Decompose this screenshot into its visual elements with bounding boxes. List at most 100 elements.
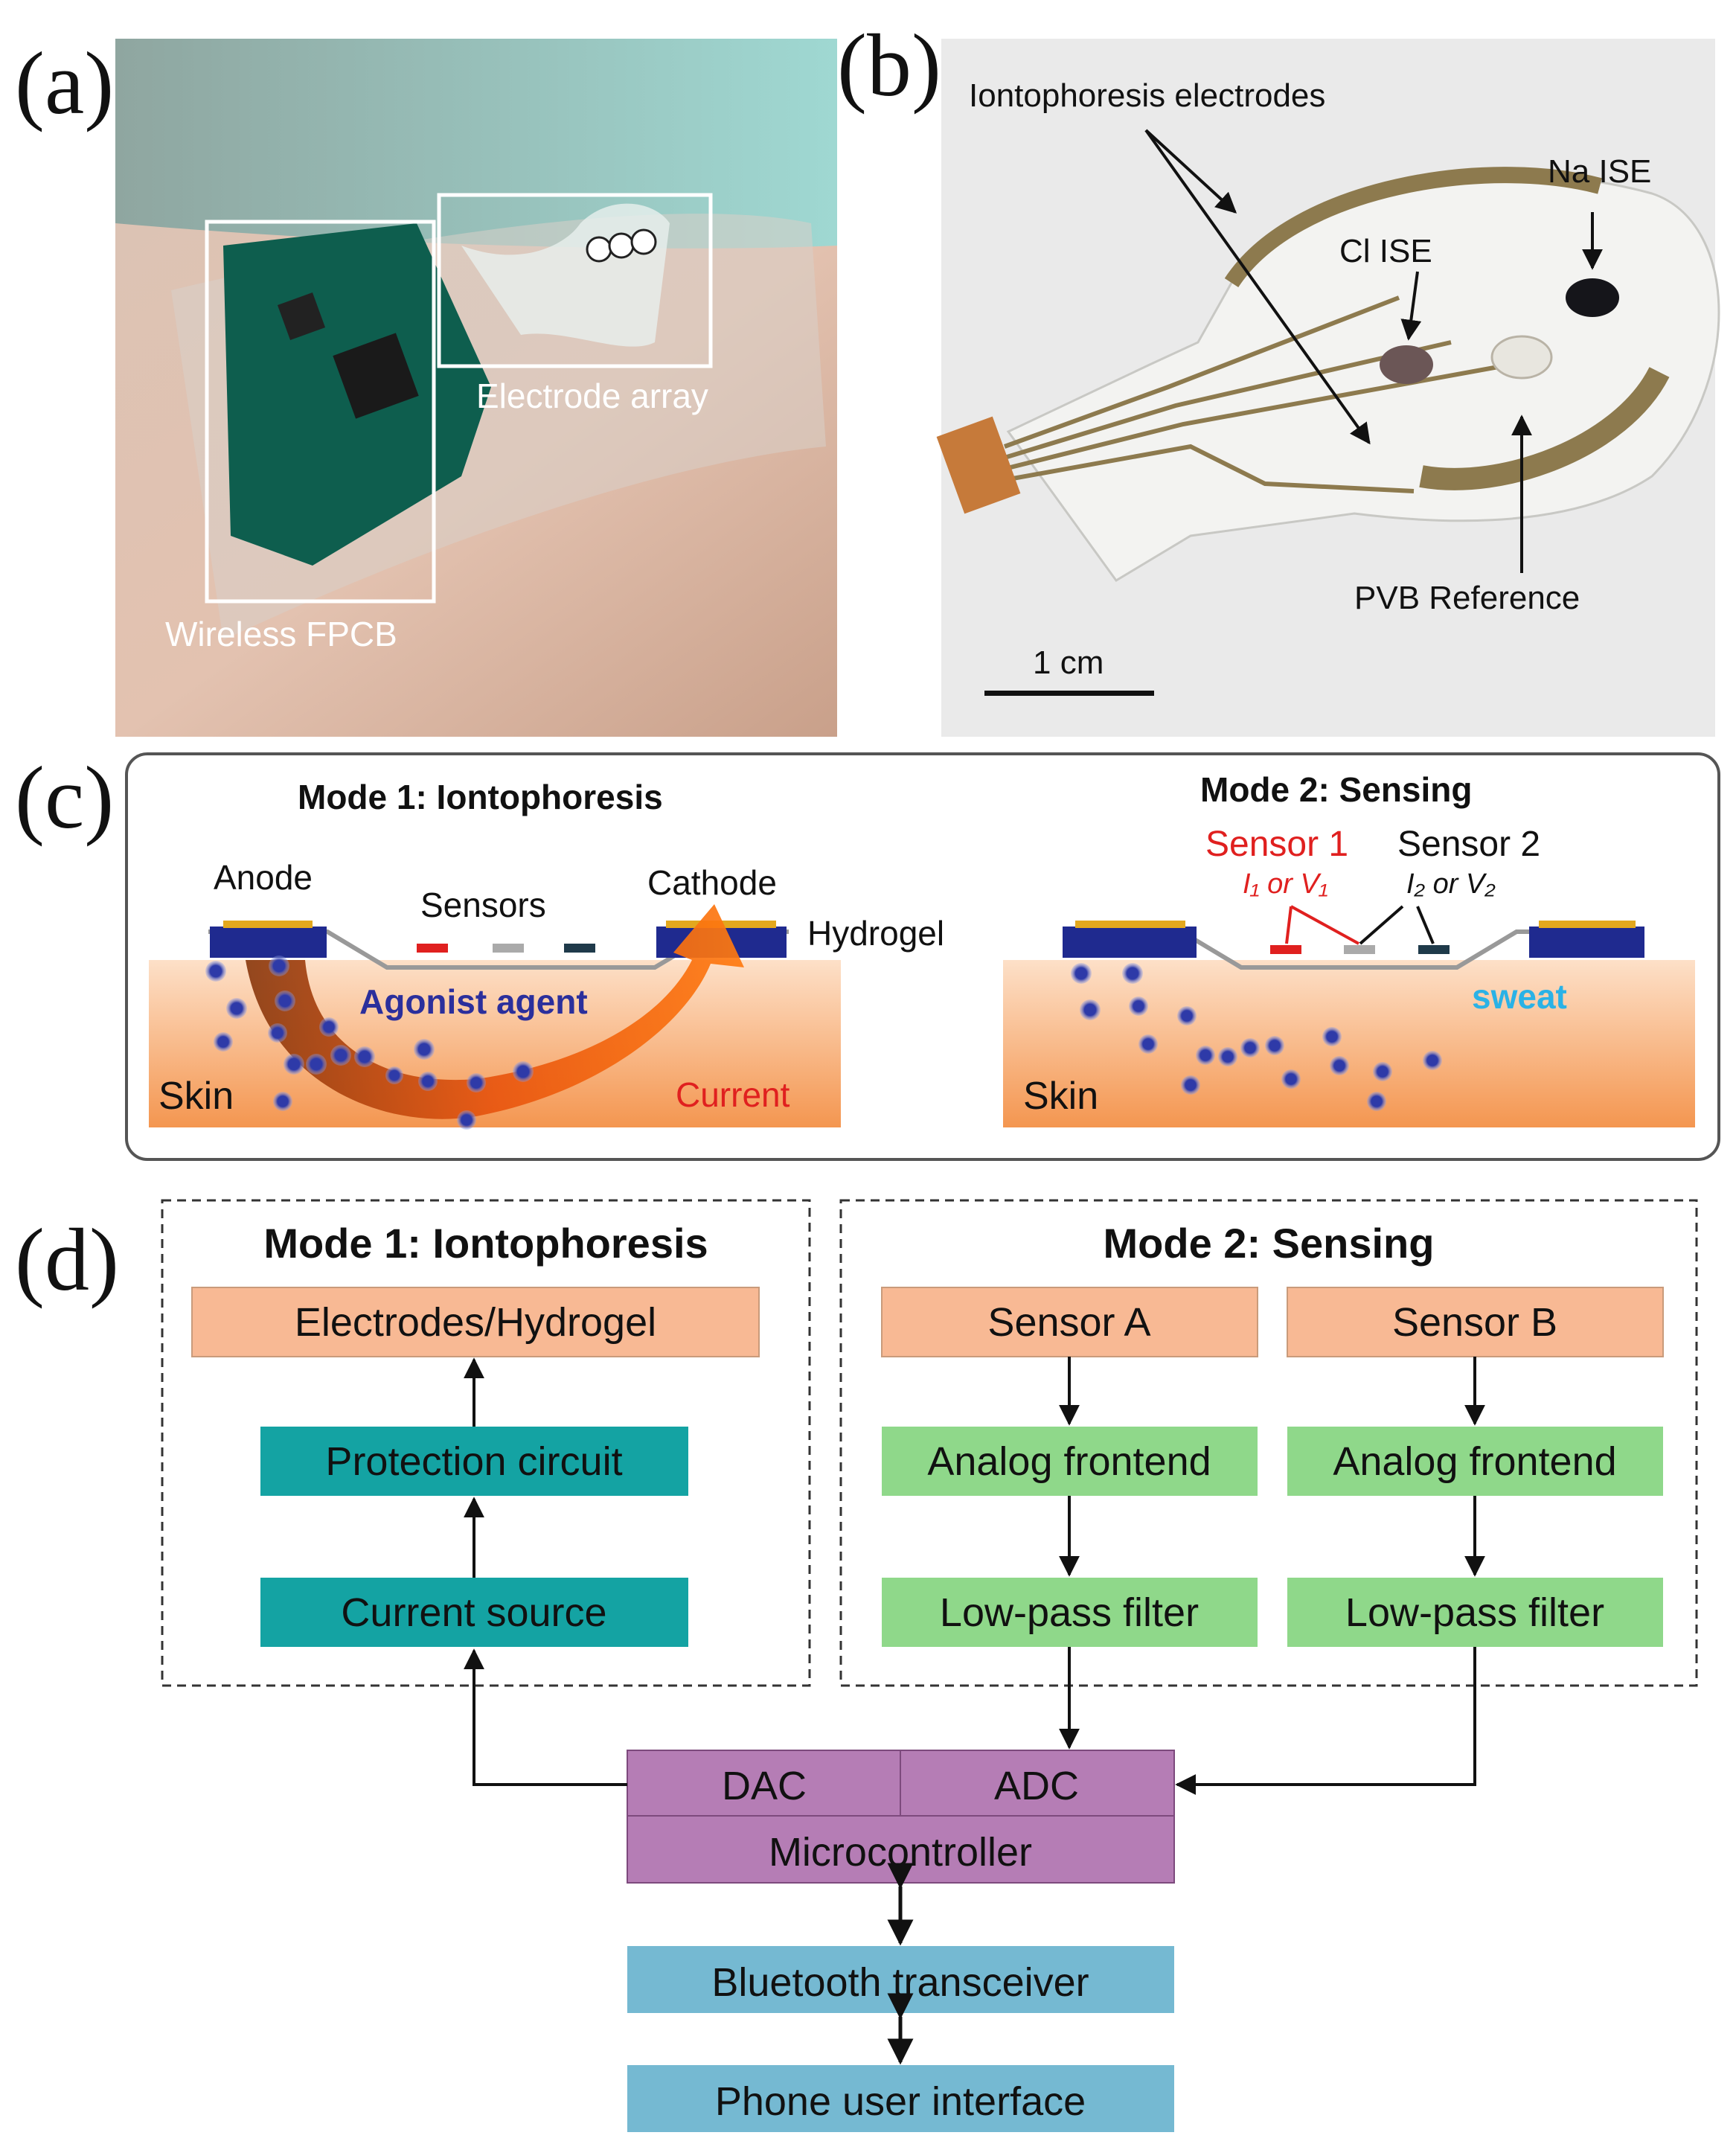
electrode-dot [630, 228, 657, 255]
sweat-dot [1129, 996, 1148, 1016]
mode1-title: Mode 1: Iontophoresis [298, 778, 663, 816]
sensor-2-lead [1359, 905, 1404, 945]
scale-bar-label: 1 cm [1033, 644, 1104, 681]
trace [1004, 362, 1511, 471]
agonist-dot [385, 1066, 403, 1084]
skin-label-mode2: Skin [1023, 1075, 1098, 1118]
agonist-dot [273, 1092, 292, 1111]
microcontroller-text: Microcontroller [769, 1830, 1032, 1875]
agonist-dot [275, 991, 295, 1011]
iontophoresis-arrow-1 [1144, 129, 1237, 214]
phone-ui-block [627, 2065, 1174, 2132]
sweat-dot [1122, 963, 1143, 984]
agonist-dot [214, 1032, 233, 1052]
cl-ise-label: Cl ISE [1339, 233, 1432, 269]
panel-b: Iontophoresis electrodes Na ISE Cl ISE P… [936, 39, 1720, 737]
pcb-chip [333, 333, 419, 419]
analog-frontend-a-block [882, 1427, 1258, 1496]
pvb-reference-disk [1490, 335, 1553, 380]
panel-c-label: (c) [15, 748, 114, 847]
trace [1004, 444, 1415, 493]
agonist-dot [306, 1054, 327, 1075]
panel-a-label: (a) [15, 33, 114, 132]
anode-gold [223, 921, 313, 928]
current-source-block [260, 1578, 688, 1647]
sweat-dot [1330, 1056, 1349, 1075]
cathode-label: Cathode [647, 863, 777, 902]
adc-text: ADC [994, 1764, 1079, 1808]
connector-pads [936, 416, 1021, 514]
electrode-dot [586, 236, 612, 263]
sensor-red [417, 944, 448, 953]
current-label: Current [676, 1075, 790, 1114]
sweat-dot [1423, 1051, 1442, 1070]
iontophoresis-label: Iontophoresis electrodes [969, 77, 1325, 114]
mode2-sensing-diagram: Mode 2: Sensing [1003, 770, 1695, 1127]
low-pass-filter-a-block [882, 1578, 1258, 1647]
agonist-dot [268, 1023, 287, 1043]
sensor-1-lead [1285, 906, 1293, 944]
wireless-fpcb-frame [205, 220, 436, 604]
sweat-dot [1265, 1036, 1284, 1055]
electrodes-hydrogel-block [191, 1287, 760, 1357]
bluetooth-text: Bluetooth transceiver [711, 1960, 1089, 2005]
electrodes-hydrogel-text: Electrodes/Hydrogel [295, 1300, 656, 1345]
wireless-fpcb-label: Wireless FPCB [165, 615, 397, 653]
electrode-array-label: Electrode array [476, 377, 708, 415]
sweat-dot [1322, 1027, 1342, 1046]
agonist-dot [319, 1017, 339, 1037]
sensor-1-lead [1290, 905, 1359, 945]
agonist-dot [205, 961, 226, 982]
na-ise-label: Na ISE [1548, 153, 1651, 190]
analog-frontend-b-text: Analog frontend [1333, 1439, 1616, 1484]
agonist-label: Agonist agent [359, 982, 588, 1021]
sweat-dot [1240, 1038, 1260, 1057]
agonist-dot [457, 1110, 476, 1130]
protection-circuit-text: Protection circuit [325, 1439, 622, 1484]
arrow-lpf-b-to-adc [1175, 1647, 1476, 1795]
iontophoresis-electrode-top [1224, 167, 1602, 288]
panel-d-label: (d) [15, 1210, 119, 1309]
cl-ise-disk [1380, 345, 1433, 384]
mode2-block-title: Mode 2: Sensing [1104, 1220, 1435, 1267]
analog-frontend-b-block [1287, 1427, 1663, 1496]
protection-circuit-block [260, 1427, 688, 1496]
pcb-chip-small [277, 292, 326, 341]
sweat-dot [1218, 1047, 1237, 1066]
sweat-dot [1196, 1046, 1215, 1065]
electrode-left [1063, 927, 1197, 958]
sensor-2-sub: I₂ or V₂ [1406, 868, 1496, 900]
sweat-dot [1367, 1092, 1386, 1111]
agonist-dot [269, 956, 289, 976]
agonist-dot [354, 1046, 375, 1067]
agonist-dot [467, 1073, 486, 1092]
na-ise-disk [1566, 278, 1619, 317]
analog-frontend-a-text: Analog frontend [927, 1439, 1211, 1484]
sensor-2-mark [1418, 945, 1450, 954]
sensor-1-label: Sensor 1 [1205, 825, 1348, 864]
pvb-reference-label: PVB Reference [1354, 580, 1580, 616]
sensor-b-text: Sensor B [1392, 1300, 1557, 1345]
skin-label-mode1: Skin [158, 1075, 234, 1118]
mode2-title: Mode 2: Sensing [1200, 770, 1472, 809]
agonist-dots [205, 956, 534, 1130]
current-source-text: Current source [341, 1590, 606, 1635]
skin-layer-mode2 [1003, 960, 1695, 1127]
phone-ui-text: Phone user interface [715, 2079, 1086, 2124]
sweat-dot [1138, 1034, 1158, 1054]
sensor-1-mark [1270, 945, 1301, 954]
sensor-2-label: Sensor 2 [1397, 825, 1540, 864]
electrode-left-gold [1075, 921, 1185, 928]
sweat-dots [1071, 963, 1442, 1111]
low-pass-filter-b-text: Low-pass filter [1345, 1590, 1604, 1635]
agonist-dot [284, 1054, 304, 1075]
panel-b-label: (b) [837, 16, 941, 115]
electrode-right [1529, 927, 1644, 958]
sensor-gray [493, 944, 524, 953]
agonist-dot [418, 1072, 438, 1091]
electrode-dot [608, 232, 635, 259]
low-pass-filter-a-text: Low-pass filter [940, 1590, 1199, 1635]
sensor-1-sub: I₁ or V₁ [1243, 868, 1328, 900]
sensor-a-block [881, 1287, 1258, 1357]
sensor-a-text: Sensor A [987, 1300, 1150, 1345]
